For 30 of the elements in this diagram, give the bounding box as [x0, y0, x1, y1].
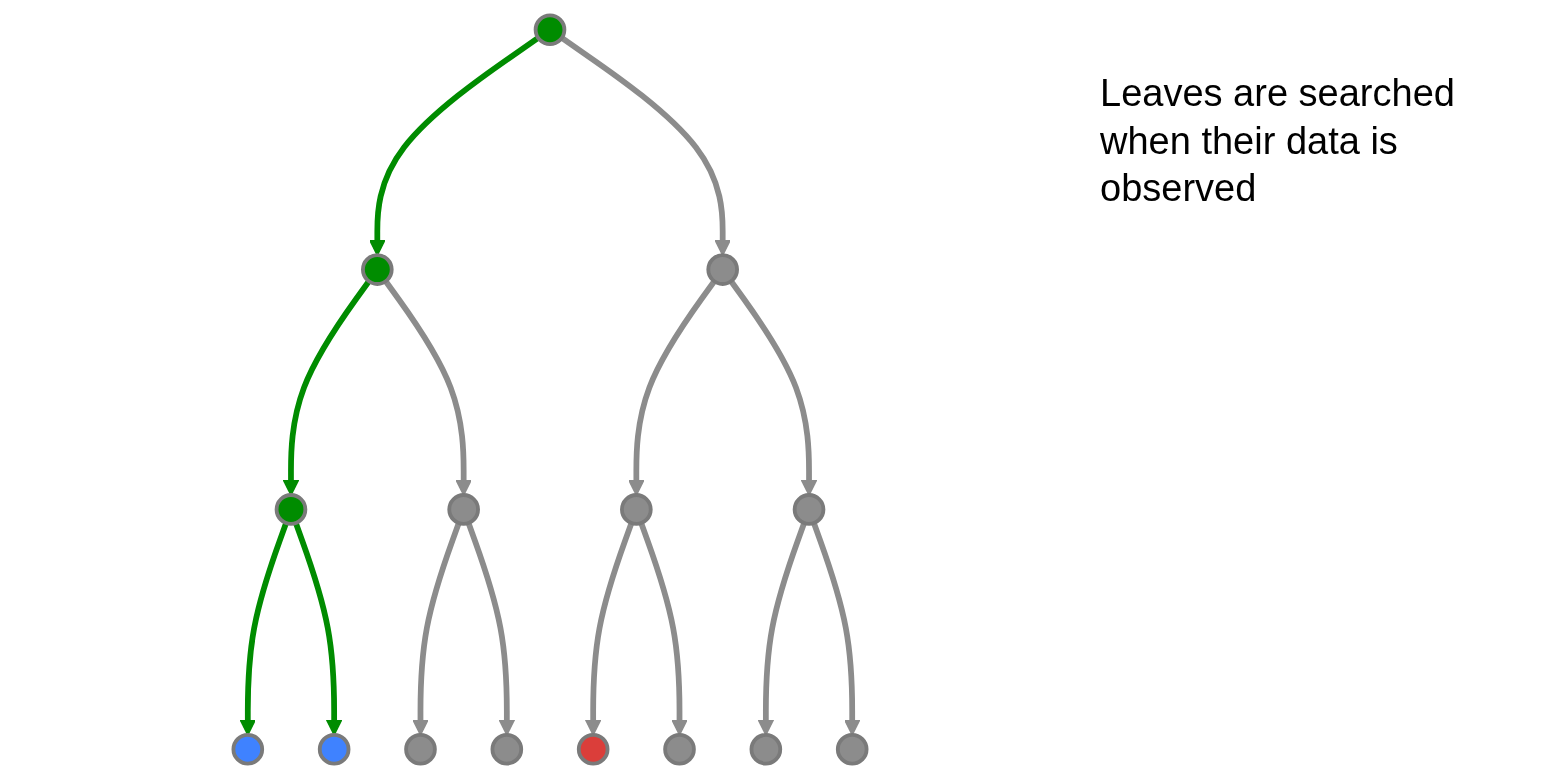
node-circle	[490, 732, 524, 766]
node-circle	[274, 493, 308, 526]
node-circle	[231, 732, 265, 766]
node-circle	[404, 732, 437, 766]
node-circle	[835, 732, 869, 766]
arrow	[293, 522, 343, 736]
node-circle	[317, 732, 351, 766]
arrow	[239, 522, 289, 736]
node-circle	[576, 732, 610, 766]
node-circle	[792, 493, 826, 526]
arrow	[560, 35, 732, 256]
arrow	[811, 522, 861, 736]
arrow	[465, 522, 516, 736]
note-text: Leaves are searched when their data is observed	[1100, 71, 1456, 211]
arrow	[368, 35, 540, 256]
node-circle	[663, 732, 696, 766]
node-circle	[533, 13, 567, 47]
arrow	[412, 522, 462, 736]
node-circle	[361, 253, 394, 286]
arrow	[627, 279, 717, 496]
node-circle	[749, 732, 783, 766]
arrow	[383, 279, 473, 496]
arrow	[728, 279, 818, 496]
arrow	[757, 522, 807, 736]
node-circle	[447, 493, 480, 526]
arrow	[638, 522, 688, 736]
arrow	[282, 279, 372, 496]
node-circle	[706, 253, 739, 286]
node-circle	[620, 493, 653, 526]
arrow	[584, 522, 635, 736]
